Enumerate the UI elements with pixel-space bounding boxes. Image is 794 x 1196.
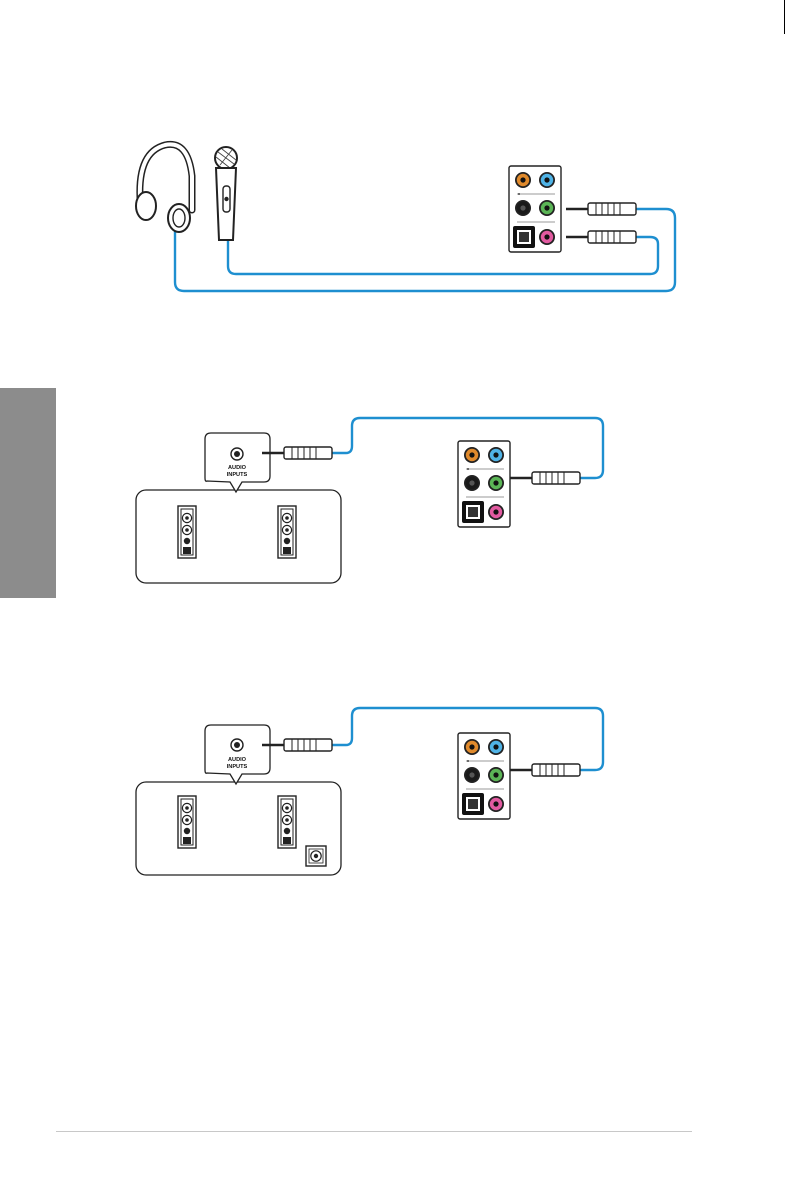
speaker-input-plug	[262, 447, 332, 459]
headphone-icon	[136, 144, 192, 232]
speaker-input-plug	[262, 739, 332, 751]
audio-inputs-label-line2: INPUTS	[227, 472, 248, 478]
microphone-icon	[215, 147, 237, 240]
audio-port-panel	[458, 733, 510, 819]
audio-port-panel	[509, 166, 561, 252]
right-speaker-icon	[278, 506, 296, 558]
headphone-mic-diagram	[136, 144, 675, 291]
headphone-cable	[175, 209, 675, 291]
right-speaker-icon	[278, 796, 296, 848]
left-speaker-icon	[178, 506, 196, 558]
subwoofer-icon	[306, 846, 326, 866]
line-out-plug	[510, 472, 580, 484]
audio-inputs-callout	[205, 725, 270, 784]
audio-port-panel	[458, 441, 510, 527]
speakers-subwoofer-diagram: AUDIO INPUTS	[136, 708, 603, 875]
left-speaker-icon	[178, 796, 196, 848]
line-out-plug	[510, 764, 580, 776]
microphone-plug	[566, 231, 636, 243]
speaker-set-box	[136, 490, 341, 583]
audio-inputs-label-line1: AUDIO	[228, 465, 247, 471]
audio-inputs-label-line2: INPUTS	[227, 764, 248, 770]
audio-inputs-label-line1: AUDIO	[228, 757, 247, 763]
audio-inputs-callout	[205, 433, 270, 492]
headphone-plug	[566, 203, 636, 215]
stereo-speakers-diagram: AUDIO INPUTS	[136, 418, 603, 583]
